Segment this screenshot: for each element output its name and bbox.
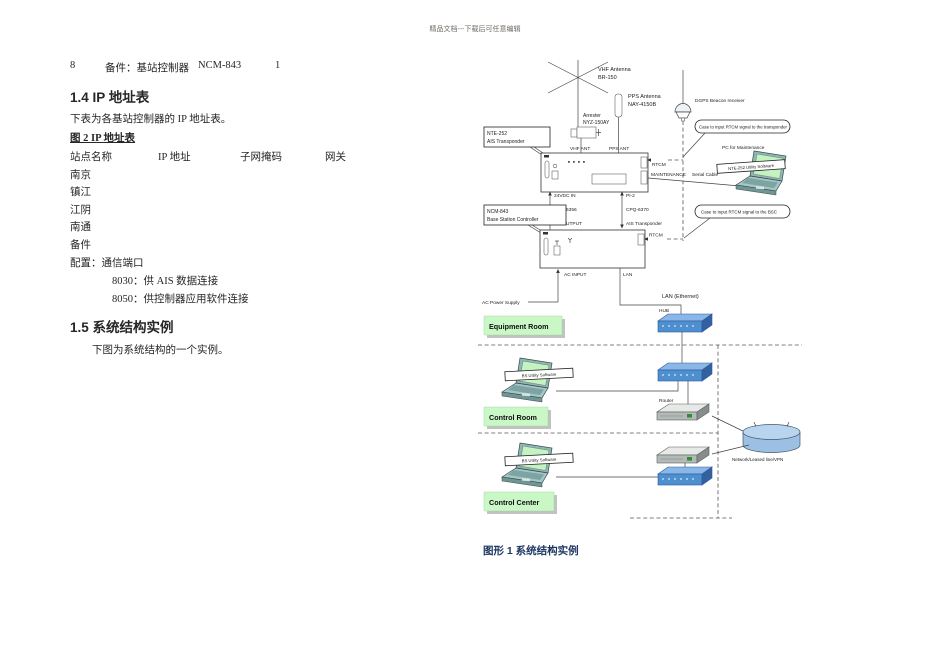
pi2-label: PI-2 xyxy=(626,193,635,199)
vhf-antenna-model: BR-150 xyxy=(598,75,617,81)
lan-port-label: LAN xyxy=(623,272,633,278)
serial-cable-label: Serial Cable xyxy=(692,172,718,178)
note-bsc-text: Case to input RTCM signal to the BSC xyxy=(701,210,777,215)
section-1-5-intro: 下图为系统结构的一个实例。 xyxy=(92,345,229,356)
control-center-label: Control Center xyxy=(489,498,540,507)
section-1-4-title: 1.4 IP 地址表 xyxy=(70,90,150,105)
vhf-ant-port-label: VHF ANT xyxy=(570,146,590,152)
arrester-model: NYZ-150AY xyxy=(583,120,610,126)
arrester-icon xyxy=(570,126,601,153)
hub-icon-control-room xyxy=(657,362,713,382)
table-row: 备件 xyxy=(70,240,91,251)
ip-table-header-row: 站点名称 IP 地址 子网掩码 网关 xyxy=(70,149,430,163)
spare-qty: 1 xyxy=(275,60,281,71)
nte-utility-label-box xyxy=(716,159,786,174)
header-watermark: 精品文档---下载后可任意编辑 xyxy=(429,26,521,33)
table-row: 南京 xyxy=(70,170,91,181)
24vdc-in-label: 24VDC IN xyxy=(554,193,576,199)
maintenance-port-label: MAINTENANCE xyxy=(651,172,686,178)
hub-label: HUB xyxy=(659,308,669,314)
table-row: 江阴 xyxy=(70,205,91,216)
network-label: Network/Leased line/VPN xyxy=(732,457,783,462)
control-room-badge xyxy=(483,406,551,429)
section-1-5-title: 1.5 系统结构实例 xyxy=(70,320,174,335)
bs-utility-label: BS Utility Software xyxy=(522,372,558,379)
table-caption: 图 2 IP 地址表 xyxy=(70,133,136,144)
rtcm-arrow-bsc xyxy=(644,237,648,241)
section-dividers xyxy=(478,344,802,519)
arrester-label: Arrester xyxy=(583,113,601,119)
pc-maintenance-label: PC for Maintenance xyxy=(722,145,765,151)
table-row: 南通 xyxy=(70,222,91,233)
router-to-network-line xyxy=(711,415,748,434)
transponder-rack xyxy=(540,152,649,193)
bs-utility-label-box-2 xyxy=(504,452,574,467)
transponder-type: AIS Transponder xyxy=(487,139,525,145)
hub-icon-control-center xyxy=(657,466,713,486)
note-transponder-text: Case to input RTCM signal to the transpo… xyxy=(699,125,788,130)
rtcm-port-label-controller: RTCM xyxy=(649,233,663,239)
rtcm-arrow xyxy=(647,158,651,162)
hub-icon-equipment xyxy=(657,313,713,333)
controller-name: NCM-843 xyxy=(487,209,509,215)
port-line: 8050：供控制器应用软件连接 xyxy=(112,294,249,305)
note-bubble-bsc xyxy=(683,204,791,239)
router-to-network-line-2 xyxy=(711,444,750,455)
controller-type: Base Station Controller xyxy=(487,217,539,223)
serial-cable-line xyxy=(647,177,741,187)
rtcm-port-label-transponder: RTCM xyxy=(652,162,666,168)
ac-input-label: AC INPUT xyxy=(564,272,586,278)
ais-transponder-port-label: AIS Transponder xyxy=(626,221,662,227)
lan-ethernet-label: LAN (Ethernet) xyxy=(662,294,699,300)
system-architecture-diagram: VHF Antenna BR-150 Arrester NYZ-150AY PP… xyxy=(478,60,802,519)
table-row: 镇江 xyxy=(70,187,91,198)
transponder-label-box xyxy=(483,126,551,156)
spare-parts-line: 8 备件：基站控制器 NCM-843 1 xyxy=(70,60,470,74)
pps-antenna-label: PPS Antenna xyxy=(628,94,662,100)
equipment-room-label: Equipment Room xyxy=(489,322,549,331)
col-gateway: 网关 xyxy=(325,152,346,163)
dc-output-label: DC OUTPUT xyxy=(554,221,582,227)
ac-lan-cables xyxy=(528,268,682,314)
bs-utility-label-box xyxy=(504,367,574,382)
col-ip-address: IP 地址 xyxy=(158,152,191,163)
config-label: 配置：通信端口 xyxy=(70,258,144,269)
note-bubble-transponder xyxy=(682,119,791,158)
dgps-label: DGPS Beacon receiver xyxy=(695,98,745,104)
spare-no: 8 xyxy=(70,60,76,71)
transponder-name: NTE-252 xyxy=(487,131,507,137)
port-line: 8030：供 AIS 数据连接 xyxy=(112,276,219,287)
vhf-antenna-icon xyxy=(547,60,609,128)
nte-utility-label: NTE-252 Utility Software xyxy=(728,163,775,171)
controller-rack xyxy=(539,229,646,269)
network-cloud-icon xyxy=(742,421,801,453)
control-room-label: Control Room xyxy=(489,413,537,422)
ac-power-supply-label: AC Power Supply xyxy=(482,300,520,306)
equipment-room-badge xyxy=(483,315,565,338)
pps-ant-port-label: PPS ANT xyxy=(609,146,629,152)
spare-model: NCM-843 xyxy=(198,60,242,71)
router-label: Router xyxy=(659,398,674,404)
maintenance-laptop-icon xyxy=(735,150,787,196)
spare-label: 备件：基站控制器 xyxy=(105,63,189,74)
router-icon-control-room xyxy=(656,403,710,421)
col-subnet: 子网掩码 xyxy=(240,152,282,163)
dgps-beacon-icon xyxy=(674,70,692,122)
col-site-name: 站点名称 xyxy=(70,152,112,163)
router-icon-control-center xyxy=(656,446,710,464)
laptop-to-hub-line xyxy=(556,381,679,392)
pps-antenna-icon xyxy=(614,93,623,153)
vhf-antenna-label: VHF Antenna xyxy=(598,67,632,73)
pps-antenna-model: NAY-4150B xyxy=(628,102,656,108)
controller-label-box xyxy=(483,204,567,234)
control-center-badge xyxy=(483,491,557,514)
section-1-4-intro: 下表为各基站控制器的 IP 地址表。 xyxy=(70,114,232,125)
cpq6370-label: CPQ-6370 xyxy=(626,207,649,213)
figure-caption: 图形 1 系统结构实例 xyxy=(483,545,579,557)
bs-utility-label-2: BS Utility Software xyxy=(522,457,558,464)
